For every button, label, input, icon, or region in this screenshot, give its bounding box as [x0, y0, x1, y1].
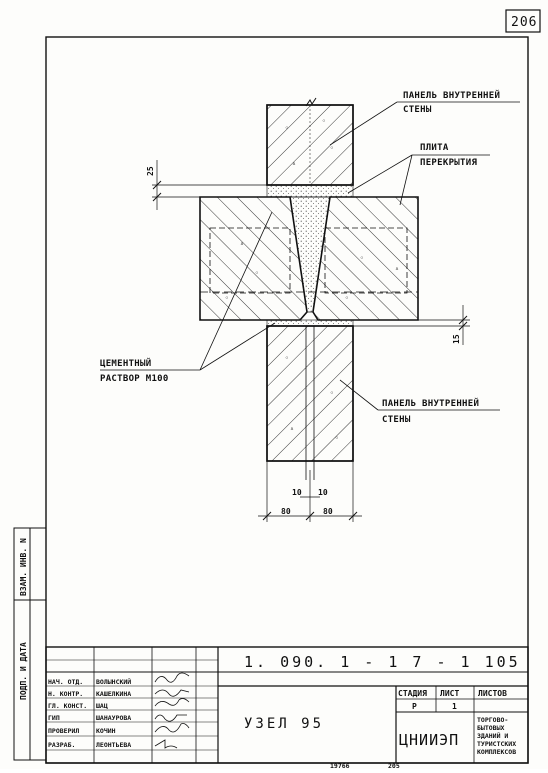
sheet-header: ЛИСТ: [440, 689, 459, 698]
dim-10-left: 10: [292, 488, 302, 497]
title-block-text: 1. 090. 1 - 1 7 - 1 105 УЗЕЛ 95 СТАДИЯ Л…: [48, 653, 521, 756]
svg-text:▵: ▵: [290, 424, 294, 432]
upper-mortar-bed: [266, 184, 354, 198]
node-drawing: ◦◦ ▵◦ ◦◦ ▵ ◦▵ ◦ ◦◦: [100, 89, 520, 522]
role-4: ПРОВЕРИЛ: [48, 727, 79, 735]
lower-mortar-bed: [266, 319, 354, 327]
svg-text:▵: ▵: [240, 239, 244, 247]
org-desc-1: ТОРГОВО-: [477, 716, 508, 724]
leader-mortar: ЦЕМЕНТНЫЙ РАСТВОР М100: [100, 211, 276, 384]
footer-inventory: 19766: [330, 762, 350, 769]
svg-text:◦: ◦: [322, 117, 326, 125]
label-mortar-2: РАСТВОР М100: [100, 374, 169, 384]
sheet-number-box: 206: [505, 9, 541, 33]
name-1: КАШЕЛКИНА: [96, 690, 131, 698]
role-0: НАЧ. ОТД.: [48, 678, 83, 686]
name-2: ШАЦ: [96, 702, 108, 710]
slab-left: ◦ ◦ ▵: [199, 196, 308, 321]
label-slab-1: ПЛИТА: [420, 143, 449, 153]
org-desc-2: БЫТОВЫХ: [477, 724, 504, 732]
dim-80-left: 80: [281, 507, 291, 516]
org-desc-3: ЗДАНИЙ И: [477, 731, 508, 740]
sign-date-label: ПОДП. И ДАТА: [19, 642, 28, 700]
role-5: РАЗРАБ.: [48, 741, 75, 749]
svg-text:◦: ◦: [255, 269, 259, 277]
label-panel-bottom-2: СТЕНЫ: [382, 415, 411, 425]
drawing-title: УЗЕЛ 95: [244, 716, 324, 732]
label-panel-bottom-1: ПАНЕЛЬ ВНУТРЕННЕЙ: [382, 397, 479, 409]
lower-wall-panel: ◦ ◦ ▵ ◦: [266, 325, 354, 480]
svg-text:◦: ◦: [345, 294, 349, 302]
org-name: ЦНИИЭП: [399, 731, 459, 749]
dim-15: 15: [452, 334, 461, 344]
svg-text:◦: ◦: [330, 389, 334, 397]
dimension-top: 25: [146, 160, 267, 210]
svg-text:◦: ◦: [285, 354, 289, 362]
title-block: [45, 646, 529, 764]
mortar-wedge: [289, 196, 331, 313]
svg-text:◦: ◦: [330, 144, 334, 152]
signatures: [154, 672, 190, 749]
sheets-header: ЛИСТОВ: [478, 689, 507, 698]
role-3: ГИП: [48, 714, 60, 722]
label-slab-2: ПЕРЕКРЫТИЯ: [420, 158, 477, 168]
slab-right: ◦ ▵ ◦: [312, 196, 419, 321]
upper-wall-panel: ◦ ◦ ▵ ◦: [266, 97, 354, 186]
name-5: ЛЕОНТЬЕВА: [96, 741, 131, 749]
dimension-right: 15: [353, 305, 470, 345]
stage-value: Р: [412, 702, 417, 711]
org-desc-4: ТУРИСТСКИХ: [477, 740, 516, 748]
stage-header: СТАДИЯ: [398, 689, 427, 698]
label-mortar-1: ЦЕМЕНТНЫЙ: [100, 357, 151, 369]
name-3: ШАНАУРОВА: [96, 714, 131, 722]
name-0: ВОЛЫНСКИЙ: [96, 677, 131, 686]
org-desc-5: КОМПЛЕКСОВ: [477, 748, 516, 756]
label-panel-top-1: ПАНЕЛЬ ВНУТРЕННЕЙ: [403, 89, 500, 101]
stamp-label: ВЗАМ. ИНВ. N: [19, 538, 28, 596]
drawing-designation: 1. 090. 1 - 1 7 - 1 105: [244, 653, 521, 671]
leader-panel-top: ПАНЕЛЬ ВНУТРЕННЕЙ СТЕНЫ: [329, 89, 520, 146]
svg-text:◦: ◦: [225, 294, 229, 302]
role-1: Н. КОНТР.: [48, 690, 83, 698]
dim-25: 25: [146, 166, 155, 176]
sheet-value: 1: [452, 702, 457, 711]
dim-10-right: 10: [318, 488, 328, 497]
label-panel-top-2: СТЕНЫ: [403, 105, 432, 115]
svg-text:◦: ◦: [360, 254, 364, 262]
name-4: КОЧИН: [96, 727, 116, 735]
dimension-bottom: 10 10 80 80: [258, 461, 362, 522]
svg-text:◦: ◦: [285, 124, 289, 132]
sheet-number: 206: [511, 15, 537, 30]
leader-panel-bottom: ПАНЕЛЬ ВНУТРЕННЕЙ СТЕНЫ: [339, 379, 500, 425]
role-2: ГЛ. КОНСТ.: [48, 702, 87, 710]
dim-80-right: 80: [323, 507, 333, 516]
svg-text:▵: ▵: [395, 264, 399, 272]
leader-slab: ПЛИТА ПЕРЕКРЫТИЯ: [347, 143, 490, 206]
margin-stamp-strip: ВЗАМ. ИНВ. N ПОДП. И ДАТА: [13, 527, 47, 761]
svg-text:▵: ▵: [292, 159, 296, 167]
footer-sheet-no: 205: [388, 762, 400, 769]
svg-text:◦: ◦: [335, 434, 339, 442]
